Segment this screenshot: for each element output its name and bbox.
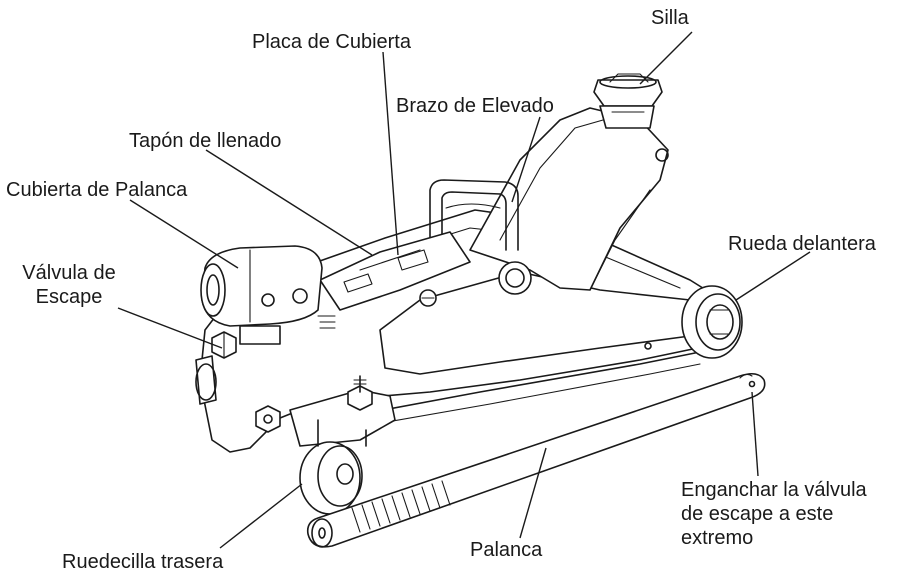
label-enganchar: Enganchar la válvula de escape a este ex… xyxy=(681,478,867,550)
label-valvula-escape: Válvula de Escape xyxy=(10,261,128,309)
leader-lines xyxy=(117,31,811,549)
leader-valvula xyxy=(117,307,223,349)
label-enganchar-line3: extremo xyxy=(681,527,754,549)
label-cubierta-palanca: Cubierta de Palanca xyxy=(6,179,188,201)
label-rueda-delantera: Rueda delantera xyxy=(728,233,876,255)
label-tapon-llenado: Tapón de llenado xyxy=(129,130,282,152)
cover-plate xyxy=(319,231,471,311)
leader-placa xyxy=(382,51,399,256)
label-enganchar-line1: Enganchar la válvula xyxy=(681,479,867,501)
label-placa-cubierta: Placa de Cubierta xyxy=(252,31,411,53)
handle-bar xyxy=(306,372,766,548)
front-wheel xyxy=(681,285,743,359)
lifting-arm xyxy=(469,107,669,295)
label-palanca: Palanca xyxy=(470,539,543,561)
label-enganchar-line2: de escape a este xyxy=(681,503,834,525)
pump-handle-socket xyxy=(200,245,336,345)
leader-enganchar xyxy=(751,391,759,477)
leader-cubierta xyxy=(129,199,239,269)
label-silla: Silla xyxy=(651,7,689,29)
carry-handle xyxy=(429,179,519,251)
leader-silla xyxy=(639,31,693,85)
leader-brazo xyxy=(511,116,541,203)
label-ruedecilla-trasera: Ruedecilla trasera xyxy=(62,551,224,573)
saddle xyxy=(593,73,663,129)
leader-tapon xyxy=(205,149,373,256)
leader-rueda xyxy=(735,251,811,301)
rear-caster xyxy=(255,375,396,515)
leader-palanca xyxy=(519,447,547,539)
release-valve xyxy=(195,331,237,405)
label-brazo-elevado: Brazo de Elevado xyxy=(396,95,554,117)
leader-ruedecilla xyxy=(219,483,303,549)
label-valvula-escape-line1: Válvula de xyxy=(22,262,116,284)
label-valvula-escape-line2: Escape xyxy=(35,286,103,308)
